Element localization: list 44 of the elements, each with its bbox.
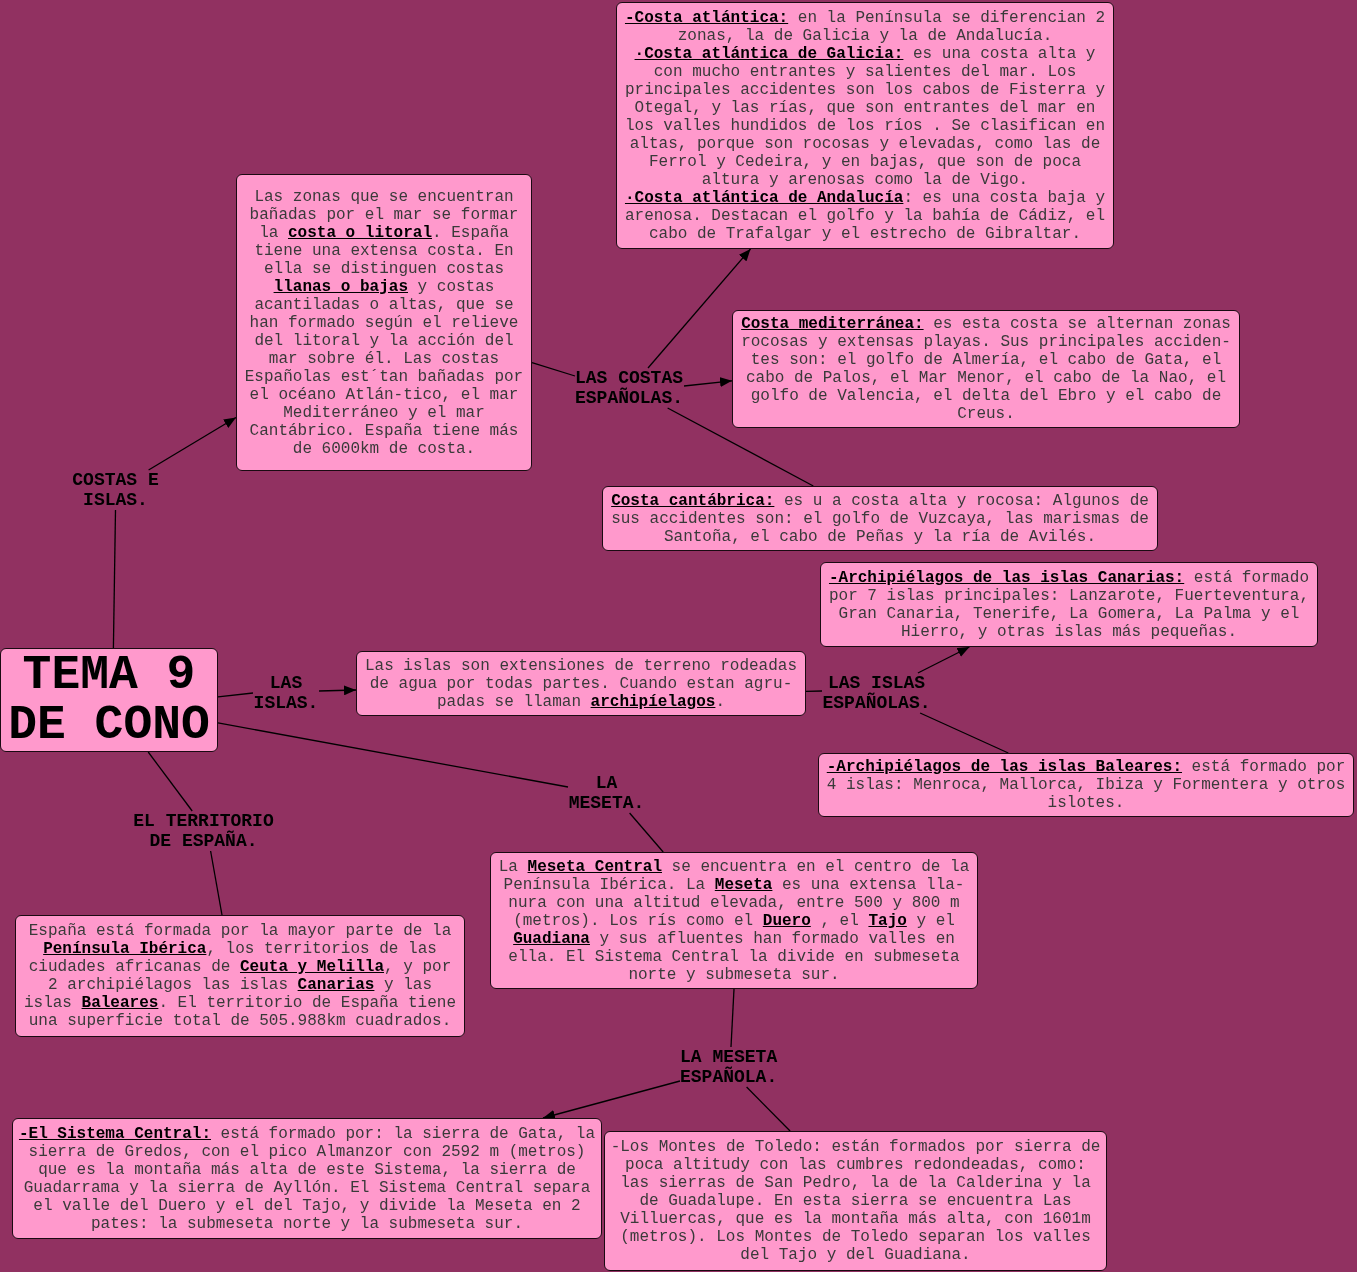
connector-line [730, 988, 735, 1048]
arrow [147, 416, 237, 471]
branch-label: COSTAS E ISLAS. [72, 470, 159, 510]
connector-line [217, 722, 569, 788]
connector-line [805, 690, 823, 692]
branch-label: EL TERRITORIO DE ESPAÑA. [133, 811, 274, 851]
connector-line [217, 692, 254, 698]
concept-text: -Costa atlántica: en la Península se diferencian 2 zonas, la de Galicia y la de Andalucía. [623, 8, 1107, 45]
concept-text: Las zonas que se encuentran bañadas por el mar se formar la costa o litoral. España tiene una extensa costa. En ella se distinguen costas llanas o bajas y costas acantiladas o altas, que se han formado según el relieve del litoral y la acción del mar sobre él. Las costas Españolas est´tan bañadas por el océano Atlán-tico, el mar Mediterráneo y el mar Cantábrico. España tiene más de 6000km de costa. [243, 187, 525, 458]
concept-text: La Meseta Central se encuentra en el centro de la Península Ibérica. La Meseta es una extensa lla-nura con una altitud elevada, entre 500 y 800 m (metros). Los rís como el Duero , el Tajo y el Guadiana y sus afluentes han formado valles en ella. El Sistema Central la divide en submeseta norte y submeseta sur. [497, 857, 971, 984]
arrow [917, 646, 971, 674]
concept-text: ·Costa atlántica de Galicia: es una costa alta y con mucho entrantes y salientes del mar. Los principales accidentes son los cabos de Fisterra y Otegal, y las rías, que son entrantes del mar en los valles hundidos de los ríos . Se clasifican en altas, porque son rocosas y elevadas, como las de Ferrol y Cedeira, y en bajas, que son de poca altura y arenosas como la de Vigo. [623, 44, 1107, 189]
branch-label: LAS ISLAS ESPAÑOLAS. [822, 673, 931, 713]
concept-text: -El Sistema Central: está formado por: la sierra de Gata, la sierra de Gredos, con el pico Almanzor con 2592 m (metros) que es la montaña más alta de este Sistema, la sierra de Guadarrama y la sierra de Ayllón. El Sistema Central separa el valle del Duero y el del Tajo, y divide la Meseta en 2 pates: la submeseta norte y la submeseta sur. [18, 1124, 596, 1233]
concept-text: -Archipiélagos de las islas Baleares: está formado por 4 islas: Menroca, Mallorca, Ibiza y Formentera y otros islotes. [825, 758, 1347, 812]
connector-line [147, 751, 193, 812]
topic-title: TEMA 9 DE CONO [7, 650, 211, 750]
concept-text: -Los Montes de Toledo: están formados por sierra de poca altitudy con las cumbres redondeadas, como: las sierras de San Pedro, la de la Calderina y la de Guadalupe. En esta sierra se encuentra Las Villuercas, que es la montaña más alta, con 1601m (metros). Los Montes de Toledo separan los valles del Tajo y del Guadiana. [610, 1138, 1101, 1264]
connector-line [745, 1086, 791, 1132]
arrow [318, 685, 357, 696]
branch-label: LAS ISLAS. [253, 673, 319, 713]
concept-text: Costa mediterránea: es esta costa se alternan zonas rocosas y extensas playas. Sus principales acciden-tes son: el golfo de Almería, el cabo de Gata, el cabo de Palos, el Mar Menor, el cabo de la Nao, el golfo de Valencia, el delta del Ebro y el cabo de Creus. [740, 315, 1232, 423]
concept-box [356, 651, 806, 716]
concept-box [818, 753, 1354, 817]
arrow [542, 1080, 681, 1120]
concept-text: -Archipiélagos de las islas Canarias: está formado por 7 islas principales: Lanzarote, Fuerteventura, Gran Canaria, Tenerife, La Gomera, La Palma y el Hierro, y otras islas más pequeñas. [827, 568, 1311, 641]
branch-label: LA MESETA ESPAÑOLA. [680, 1047, 778, 1087]
concept-box [602, 486, 1158, 551]
concept-box [820, 562, 1318, 647]
arrow [647, 248, 752, 369]
connector-line [628, 812, 664, 853]
branch-label: LAS COSTAS ESPAÑOLAS. [575, 368, 684, 408]
concept-text: ·Costa atlántica de Andalucía: es una costa baja y arenosa. Destacan el golfo y la bahía de Cádiz, el cabo de Trafalgar y el estrecho de Gibraltar. [623, 188, 1107, 243]
arrow [683, 377, 733, 388]
connector-line [919, 712, 1009, 754]
concept-text: Las islas son extensiones de terreno rodeadas de agua por todas partes. Cuando estan agru-padas se llaman archipíelagos. [363, 656, 799, 711]
connector-line [531, 361, 576, 377]
connector-line [209, 850, 223, 916]
concept-box [616, 2, 1114, 249]
branch-label: LA MESETA. [568, 773, 645, 813]
connector-line [112, 509, 117, 649]
concept-text: Costa cantábrica: es u a costa alta y rocosa: Algunos de sus accidentes son: el golfo de Vuzcaya, las marismas de Santoña, el cabo de Peñas y la ría de Avilés. [610, 491, 1150, 546]
connector-line [666, 407, 814, 487]
concept-text: España está formada por la mayor parte de la Península Ibérica, los territorios de las ciudades africanas de Ceuta y Melilla, y por 2 archipiélagos las islas Canarias y las islas Baleares. El territorio de España tiene una superficie total de 505.988km cuadrados. [22, 922, 458, 1030]
